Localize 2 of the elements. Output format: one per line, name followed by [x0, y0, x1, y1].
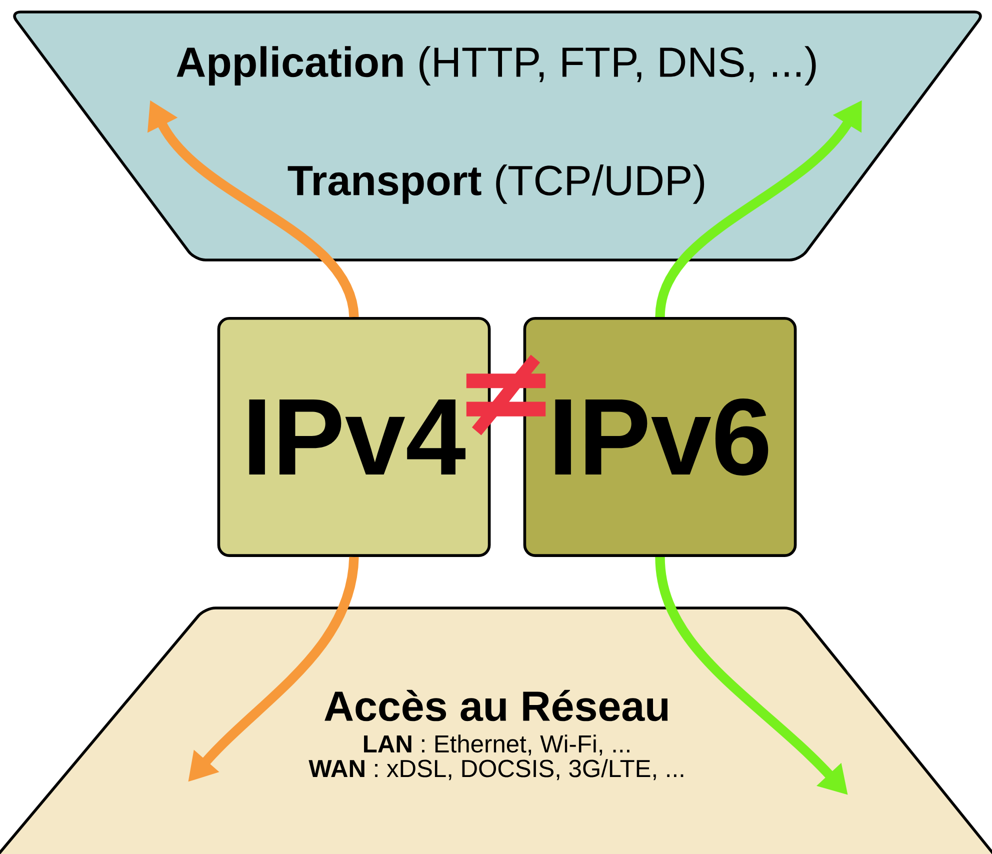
trapezoid-band: Application (HTTP, FTP, DNS, ...) Transport (TCP/UDP) [13, 10, 982, 262]
trapezoid-band: Accès au Réseau LAN : Ethernet, Wi-Fi, ... WAN : xDSL, DOCSIS, 3G/LTE, ... [0, 606, 992, 854]
